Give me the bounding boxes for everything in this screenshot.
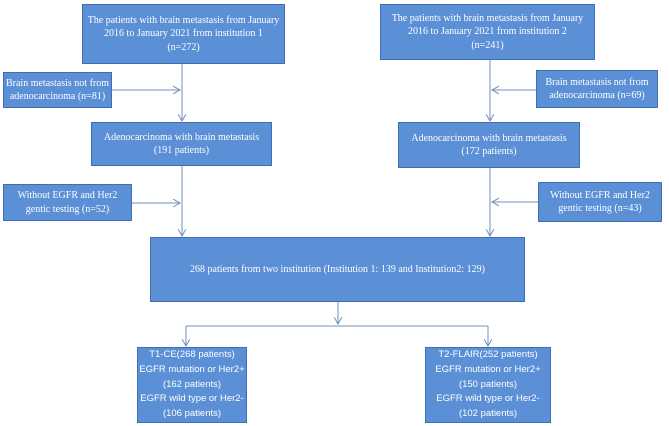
right-source-line2: 2016 to January 2021 from institution 2 xyxy=(408,26,567,38)
left-adeno-box: Adenocarcinoma with brain metastasis (19… xyxy=(91,122,272,166)
left-adeno-line1: Adenocarcinoma with brain metastasis xyxy=(103,131,260,143)
combined-box: 268 patients from two institution (Insti… xyxy=(150,237,525,302)
t2-line1: T2-FLAIR(252 patients) xyxy=(438,349,538,361)
left-exclude2-line1: Without EGFR and Her2 xyxy=(17,190,118,201)
t1-line4: EGFR wild type or Her2- xyxy=(140,393,244,405)
t2-line2: EGFR mutation or Her2+ xyxy=(435,363,541,375)
left-exclude1-line1: Brain metastasis not from xyxy=(5,77,110,89)
right-exclude1-line2: adenocarcinoma (n=69) xyxy=(549,90,645,101)
left-source-line2: 2016 to January 2021 from institution 1 xyxy=(104,28,263,40)
left-exclude1-box: Brain metastasis not from adenocarcinoma… xyxy=(3,72,112,108)
t1-line1: T1-CE(268 patients) xyxy=(149,349,235,361)
t1-line3: (162 patients) xyxy=(162,378,222,390)
right-adeno-line2: (172 patients) xyxy=(461,146,517,157)
left-source-box: The patients with brain metastasis from … xyxy=(82,4,285,64)
t2-line4: EGFR wild type or Her2- xyxy=(436,393,540,405)
left-source-line1: The patients with brain metastasis from … xyxy=(87,14,280,26)
left-exclude1-line2: adenocarcinoma (n=81) xyxy=(9,91,106,102)
left-source-line3: (n=272) xyxy=(167,41,200,53)
left-exclude2-line2: gentic testing (n=52) xyxy=(25,203,110,215)
right-exclude1-line1: Brain metastasis not from xyxy=(545,76,649,88)
right-adeno-line1: Adenocarcinoma with brain metastasis xyxy=(411,132,567,144)
right-source-box: The patients with brain metastasis from … xyxy=(380,4,595,60)
left-adeno-line2: (191 patients) xyxy=(153,145,210,156)
left-exclude2-box: Without EGFR and Her2 gentic testing (n=… xyxy=(3,184,132,221)
right-exclude2-box: Without EGFR and Her2 gentic testing (n=… xyxy=(538,182,662,222)
t1-line5: (106 patients) xyxy=(162,408,222,420)
t1-line2: EGFR mutation or Her2+ xyxy=(139,363,245,375)
right-adeno-box: Adenocarcinoma with brain metastasis (17… xyxy=(398,122,580,168)
t2-line3: (150 patients) xyxy=(458,378,518,390)
right-source-line1: The patients with brain metastasis from … xyxy=(391,12,584,24)
t2-box: T2-FLAIR(252 patients) EGFR mutation or … xyxy=(425,347,551,423)
right-exclude2-line2: gentic testing (n=43) xyxy=(558,203,642,214)
right-source-line3: (n=241) xyxy=(471,39,504,51)
t1-box: T1-CE(268 patients) EGFR mutation or Her… xyxy=(137,347,247,423)
right-exclude2-line1: Without EGFR and Her2 xyxy=(550,189,650,201)
t2-line5: (102 patients) xyxy=(458,408,518,420)
combined-text: 268 patients from two institution (Insti… xyxy=(190,263,485,275)
right-exclude1-box: Brain metastasis not from adenocarcinoma… xyxy=(536,70,658,108)
